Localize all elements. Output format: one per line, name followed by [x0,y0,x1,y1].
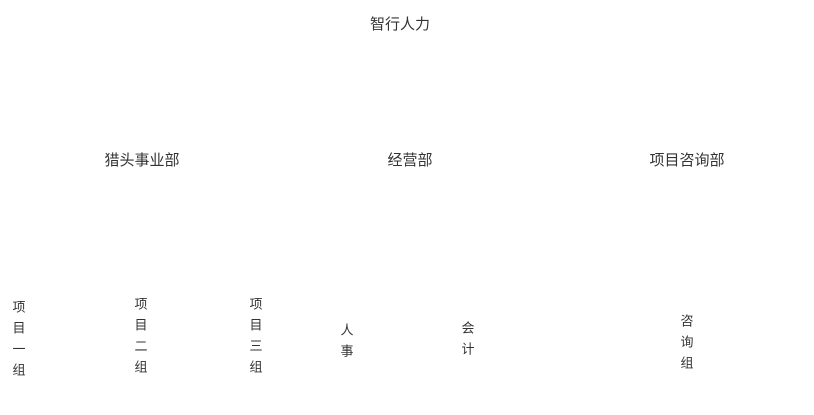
group-node-project-group-3: 项目三组 [247,297,263,381]
org-root-node: 智行人力 [369,16,431,33]
group-node-hr: 人事 [338,323,354,365]
dept-node-headhunting: 猎头事业部 [104,152,180,169]
group-node-consulting-group: 咨询组 [678,314,694,377]
group-node-accounting: 会计 [459,321,475,363]
dept-node-project-consulting: 项目咨询部 [649,152,725,169]
dept-node-operations: 经营部 [387,152,433,169]
group-node-project-group-1: 项目一组 [10,300,26,384]
group-node-project-group-2: 项目二组 [132,297,148,381]
